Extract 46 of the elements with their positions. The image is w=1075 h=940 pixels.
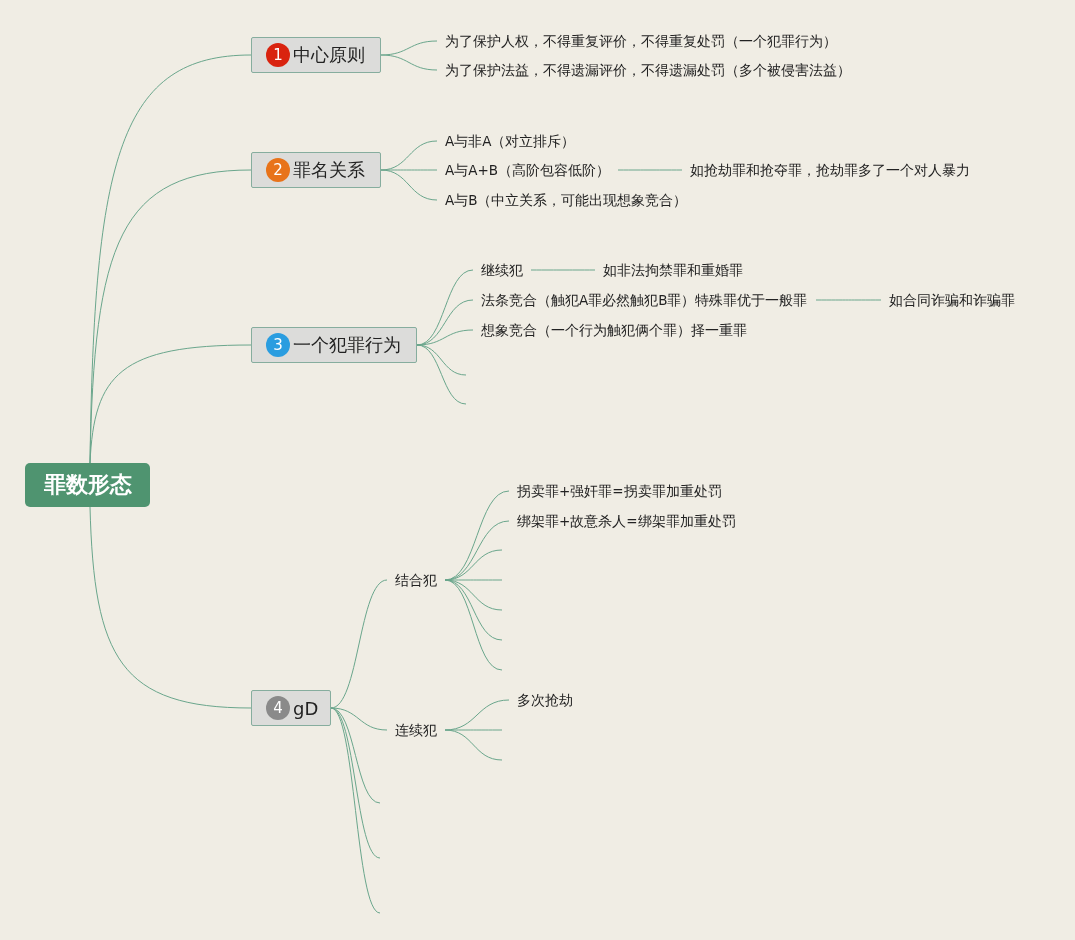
topic-label: 罪名关系 (293, 158, 365, 182)
subtopic-text: 结合犯 (387, 570, 445, 590)
connector-line (444, 579, 503, 611)
connector-line (380, 40, 438, 56)
branch-text: 如非法拘禁罪和重婚罪 (595, 260, 751, 280)
connector-line (330, 707, 381, 914)
connector-line (380, 169, 438, 201)
branch-text: 继续犯 (473, 260, 531, 280)
connector-line (416, 344, 467, 405)
number-badge: 4 (266, 696, 290, 720)
subtopic-text: 连续犯 (387, 720, 445, 740)
connector-line (330, 707, 388, 731)
connector-line (530, 269, 596, 271)
topic-box (251, 327, 417, 363)
branch-text: 为了保护人权，不得重复评价，不得重复处罚（一个犯罪行为） (437, 31, 845, 51)
central-topic-box: 罪数形态 (25, 463, 150, 507)
topic-box (251, 152, 381, 188)
branch-text: 多次抢劫 (509, 690, 581, 710)
number-badge: 3 (266, 333, 290, 357)
topic-box (251, 37, 381, 73)
connector-line (444, 729, 503, 761)
connector-line (89, 344, 252, 464)
topic-label: 一个犯罪行为 (293, 333, 401, 357)
connector-line (380, 54, 438, 71)
number-badge: 1 (266, 43, 290, 67)
topic-label: gD (293, 697, 319, 719)
branch-text: 如合同诈骗和诈骗罪 (881, 290, 1023, 310)
branch-text: A与B（中立关系，可能出现想象竞合） (437, 190, 696, 210)
branch-text: 绑架罪+故意杀人=绑架罪加重处罚 (509, 511, 744, 531)
branch-text: A与非A（对立排斥） (437, 131, 584, 151)
topic-label: 中心原则 (293, 43, 365, 67)
connector-line (444, 729, 503, 731)
connector-line (89, 506, 252, 709)
connector-line (444, 579, 503, 671)
branch-text: A与A+B（高阶包容低阶） (437, 160, 619, 180)
connector-line (617, 169, 683, 171)
topic-box (251, 690, 331, 726)
number-badge: 2 (266, 158, 290, 182)
connector-line (815, 299, 882, 301)
branch-text: 拐卖罪+强奸罪=拐卖罪加重处罚 (509, 481, 730, 501)
connector-line (416, 344, 467, 376)
connector-line (380, 169, 438, 171)
branch-text: 如抢劫罪和抢夺罪，抢劫罪多了一个对人暴力 (682, 160, 978, 180)
branch-text: 为了保护法益，不得遗漏评价，不得遗漏处罚（多个被侵害法益） (437, 60, 859, 80)
branch-text: 法条竞合（触犯A罪必然触犯B罪）特殊罪优于一般罪 (473, 290, 816, 310)
branch-text: 想象竞合（一个行为触犯俩个罪）择一重罪 (473, 320, 755, 340)
